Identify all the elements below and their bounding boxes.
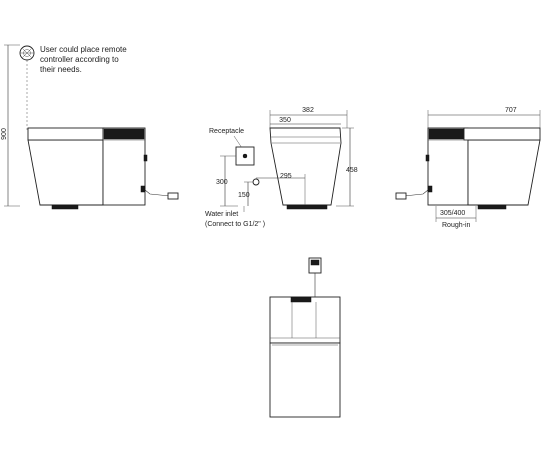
width-350-label: 350 — [279, 117, 291, 124]
front-body — [269, 127, 342, 206]
right-bowl — [467, 139, 541, 206]
note-line-2: controller according to — [40, 55, 119, 64]
top-plan-view — [269, 257, 341, 418]
plan-tank — [269, 296, 341, 344]
right-tank-panel — [428, 128, 468, 140]
length-707-label: 707 — [505, 107, 517, 114]
water-hose — [144, 189, 171, 197]
right-base — [477, 204, 507, 210]
bowl-body — [27, 139, 104, 206]
note-line-3: their needs. — [40, 65, 82, 74]
water-inlet-label-1: Water inlet — [205, 211, 238, 218]
right-water-hose — [403, 189, 429, 197]
receptacle-label: Receptacle — [209, 128, 244, 135]
plan-tank-panel — [290, 296, 312, 303]
right-seat-lid — [463, 127, 541, 141]
remote-controller-icon — [19, 45, 35, 61]
remote-note: User could place remote controller accor… — [40, 45, 127, 74]
rough-in-dim-label: 305/400 — [440, 210, 465, 217]
center-front-view: 382 350 458 Receptacle 300 295 150 — [205, 107, 358, 228]
tank-body — [102, 127, 146, 206]
right-hose-valve — [395, 192, 407, 200]
plan-seat — [269, 342, 341, 418]
hose-valve — [167, 192, 179, 200]
tank-top-panel — [103, 128, 145, 140]
width-382-label: 382 — [302, 107, 314, 114]
receptacle-300-label: 300 — [216, 179, 228, 186]
front-base — [286, 204, 328, 210]
right-side-view: 707 305/400 Rough-in — [395, 107, 541, 229]
water-inlet-label-2: (Connect to G1/2" ) — [205, 221, 265, 228]
left-side-view: 900 — [1, 44, 179, 210]
base-foot — [51, 204, 79, 210]
inlet-295-label: 295 — [280, 173, 292, 180]
inlet-150-label: 150 — [238, 192, 250, 199]
rough-in-label: Rough-in — [442, 222, 471, 229]
side-knob — [143, 154, 148, 162]
height-900-label: 900 — [1, 128, 8, 140]
seat-lid — [27, 127, 105, 141]
note-line-1: User could place remote — [40, 45, 127, 54]
receptacle-socket — [242, 153, 248, 159]
right-tank — [427, 127, 469, 206]
height-458-label: 458 — [346, 167, 358, 174]
height-dimension: 900 — [1, 44, 20, 207]
